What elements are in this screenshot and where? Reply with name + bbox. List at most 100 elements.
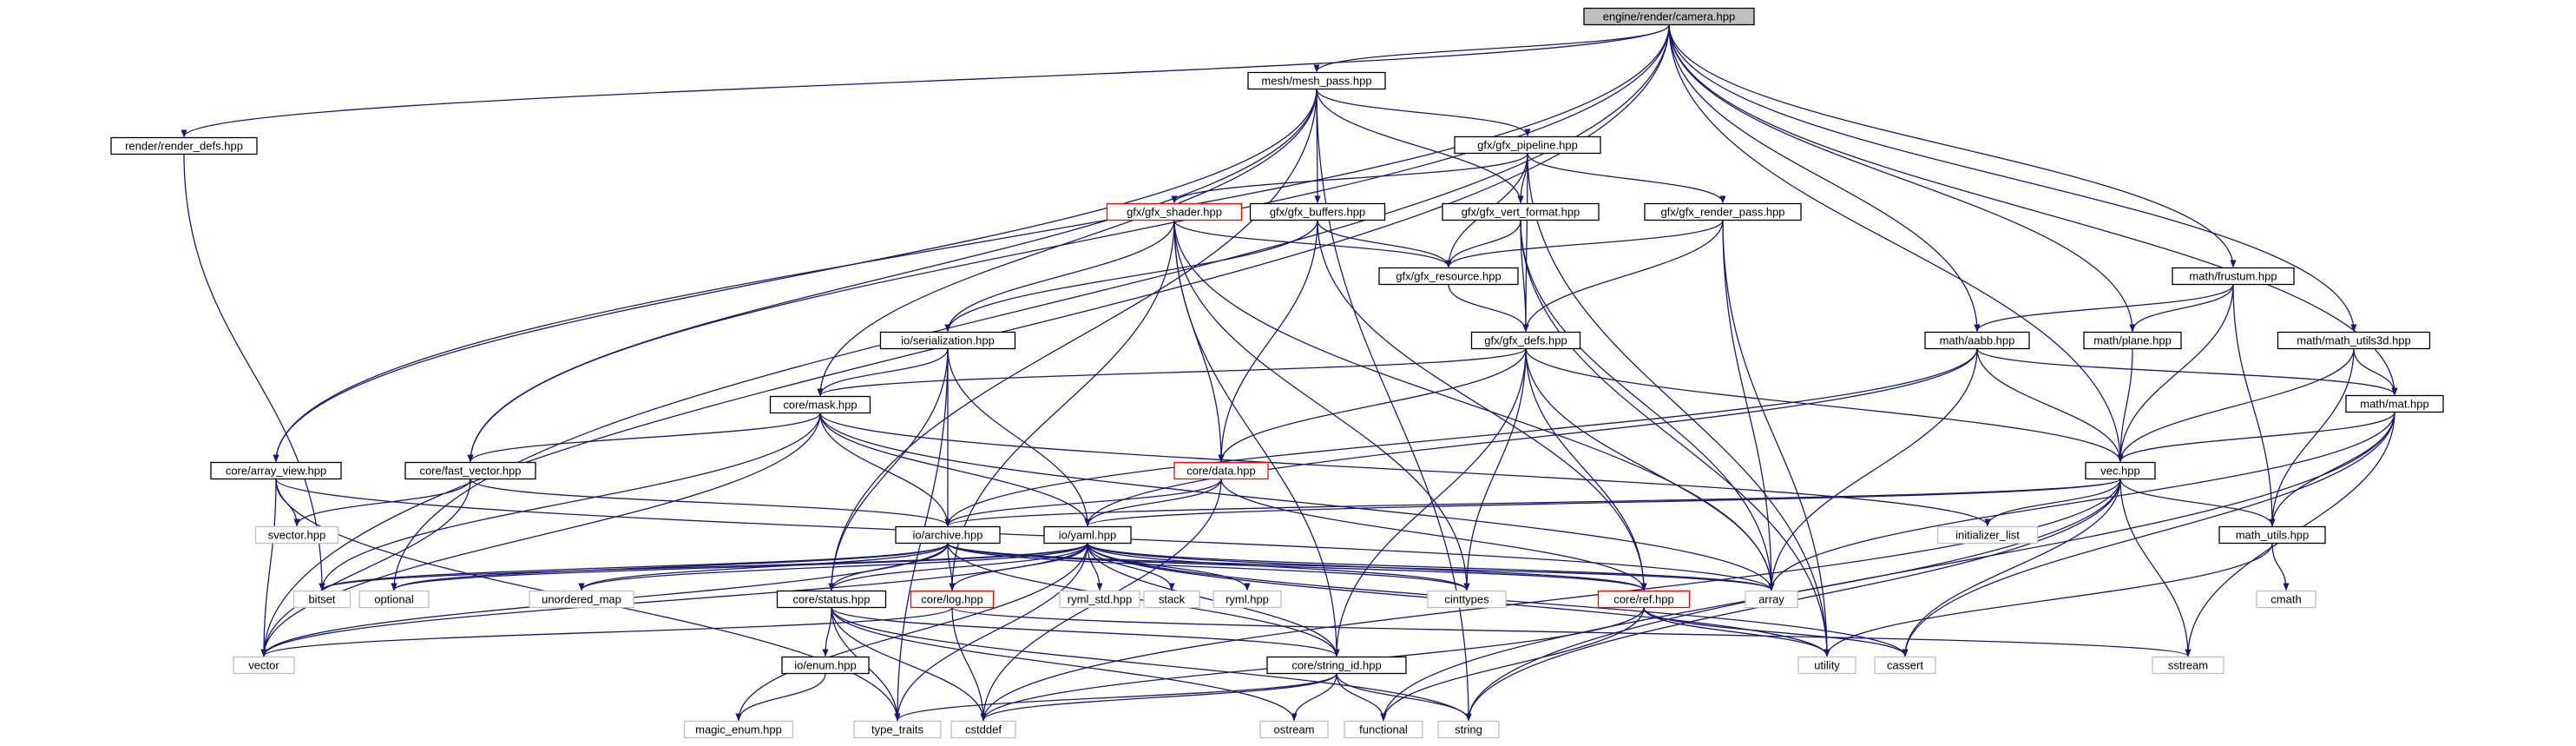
node-label: cmath [2270,593,2301,606]
node-label: engine/render/camera.hpp [1603,10,1736,23]
edge-io_enum-to-magic_enum [735,673,826,722]
node-core-string-id[interactable]: core/string_id.hpp [1266,656,1407,675]
node-label: magic_enum.hpp [695,723,782,736]
node-sstream: sstream [2152,656,2224,675]
node-gfx-render-pass[interactable]: gfx/gfx_render_pass.hpp [1644,202,1802,221]
node-io-yaml[interactable]: io/yaml.hpp [1043,525,1132,545]
node-core-log[interactable]: core/log.hpp [910,590,995,609]
node-box [2345,394,2444,413]
node-box [233,656,295,675]
node-box [110,136,258,155]
edge-core_status-to-ostream [831,607,1298,722]
node-label: math/mat.hpp [2360,398,2429,411]
node-label: vector [248,659,279,672]
node-gfx-buffers[interactable]: gfx/gfx_buffers.hpp [1249,202,1386,221]
node-core-ref[interactable]: core/ref.hpp [1597,590,1691,609]
node-render-defs[interactable]: render/render_defs.hpp [110,136,258,155]
edge-camera_hpp-to-core_array_view [273,24,1670,463]
edge-core_fast_vector-to-io_archive [470,479,951,527]
node-cassert: cassert [1874,656,1936,675]
edge-gfx_defs-to-cinttypes [1463,348,1527,591]
node-box [2256,590,2316,609]
edge-core_status-to-core_string_id [831,607,1340,657]
node-box [529,590,634,609]
edge-core_log-to-vector [260,606,953,657]
edge-vec_hpp-to-initializer_list [1984,479,2121,527]
node-mesh-pass[interactable]: mesh/mesh_pass.hpp [1247,71,1386,90]
node-gfx-shader[interactable]: gfx/gfx_shader.hpp [1106,202,1243,221]
node-io-enum[interactable]: io/enum.hpp [781,656,870,675]
node-core-fast-vector[interactable]: core/fast_vector.hpp [404,461,536,480]
edge-gfx_vert_format-to-array [1520,220,1775,591]
edge-core_fast_vector-to-svector [293,479,471,527]
node-box [1874,656,1936,675]
node-utility: utility [1797,656,1856,675]
node-box [683,720,794,739]
node-math-aabb[interactable]: math/aabb.hpp [1924,331,2030,350]
edge-core_data-to-core_ref [1220,479,1647,591]
node-core-data[interactable]: core/data.hpp [1173,461,1269,480]
edge-io_yaml-to-type_traits [894,543,1088,722]
edge-mesh_pass-to-gfx_pipeline [1316,89,1531,137]
node-label: gfx/gfx_defs.hpp [1484,334,1567,347]
node-math-utils3d[interactable]: math/math_utils3d.hpp [2277,331,2431,350]
node-io-archive[interactable]: io/archive.hpp [895,525,1001,545]
edge-io_yaml-to-array [1087,542,1775,591]
edge-gfx_shader-to-gfx_resource [1173,220,1452,268]
edge-math_frustum-to-math_utils [2232,284,2276,527]
node-ostream: ostream [1259,720,1329,739]
edge-io_yaml-to-core_status [828,543,1088,591]
node-label: core/data.hpp [1186,465,1256,478]
node-gfx-pipeline[interactable]: gfx/gfx_pipeline.hpp [1454,135,1601,155]
node-io-serialization[interactable]: io/serialization.hpp [879,331,1016,350]
edge-math_utils-to-utility [1824,543,2273,657]
edge-math_frustum-to-vec_hpp [2117,284,2234,463]
node-box [1344,720,1423,739]
edge-gfx_render_pass-to-utility [1722,220,1830,657]
edge-gfx_pipeline-to-utility [1527,153,1830,657]
node-math-utils[interactable]: math_utils.hpp [2218,525,2326,545]
node-math-mat[interactable]: math/mat.hpp [2345,394,2444,413]
edge-vec_hpp-to-cassert [1902,479,2121,657]
edge-io_archive-to-cinttypes [947,542,1470,591]
node-core-mask[interactable]: core/mask.hpp [769,395,871,414]
node-svector: svector.hpp [254,525,339,545]
node-label: sstream [2168,659,2208,672]
node-camera-hpp[interactable]: engine/render/camera.hpp [1583,7,1755,26]
node-label: render/render_defs.hpp [125,140,243,153]
node-box [769,395,871,414]
edge-camera_hpp-to-render_defs [181,24,1670,138]
node-gfx-defs[interactable]: gfx/gfx_defs.hpp [1470,331,1581,350]
edge-core_status-to-string [831,607,1472,722]
node-vec-hpp[interactable]: vec.hpp [2085,461,2156,480]
edge-gfx_defs-to-vec_hpp [1525,348,2124,463]
node-label: optional [374,593,414,606]
node-ryml-std: ryml_std.hpp [1059,590,1140,609]
edge-io_archive-to-core_ref [947,542,1647,591]
node-core-status[interactable]: core/status.hpp [776,590,887,609]
node-box [1378,267,1519,286]
edge-gfx_pipeline-to-gfx_shader [1171,153,1528,204]
edge-core_mask-to-io_yaml [819,413,1091,527]
node-math-frustum[interactable]: math/frustum.hpp [2172,267,2295,286]
edge-math_aabb-to-io_archive [944,348,1978,527]
edge-math_aabb-to-io_yaml [1084,348,1978,527]
node-cstddef: cstddef [950,720,1016,739]
edge-core_ref-to-utility [1643,607,1830,657]
node-box [2277,331,2431,350]
edge-core_string_id-to-cstddef [980,673,1337,722]
edge-gfx_defs-to-core_data [1218,348,1527,463]
node-box [879,331,1016,350]
node-math-plane[interactable]: math/plane.hpp [2083,331,2182,350]
edge-vec_hpp-to-math_utils [2119,479,2276,527]
node-box [1437,720,1500,739]
node-gfx-resource[interactable]: gfx/gfx_resource.hpp [1378,267,1519,286]
node-gfx-vert-format[interactable]: gfx/gfx_vert_format.hpp [1442,202,1600,221]
node-label: gfx/gfx_render_pass.hpp [1660,206,1784,219]
edge-core_array_view-to-vector [260,479,277,657]
node-box [2172,267,2295,286]
node-label: unordered_map [542,593,621,606]
node-core-array-view[interactable]: core/array_view.hpp [210,461,342,480]
edge-math_mat-to-vec_hpp [2117,412,2395,463]
node-label: vec.hpp [2100,465,2140,478]
